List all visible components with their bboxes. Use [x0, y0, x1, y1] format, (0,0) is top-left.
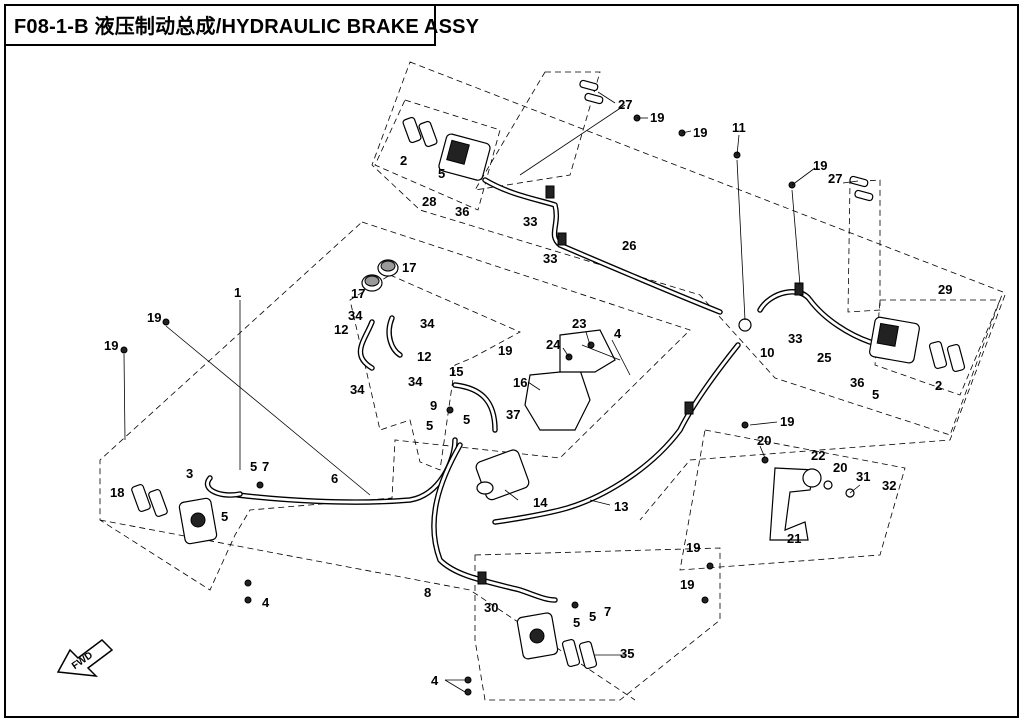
fwd-arrow-icon: FWD [56, 639, 114, 677]
callout-19f: 19 [498, 343, 512, 358]
callout-32: 32 [882, 478, 896, 493]
callout-34c: 34 [408, 374, 423, 389]
callout-5f: 5 [221, 509, 228, 524]
callout-7a: 7 [262, 459, 269, 474]
callout-30: 30 [484, 600, 498, 615]
callout-36b: 36 [850, 375, 864, 390]
callout-11: 11 [732, 120, 746, 135]
drawing-frame [4, 4, 1019, 718]
callout-21: 21 [787, 531, 801, 546]
callout-23: 23 [572, 316, 586, 331]
bolts [120, 114, 796, 696]
callout-3: 3 [186, 466, 193, 481]
callout-12a: 12 [334, 322, 348, 337]
callout-24: 24 [546, 337, 561, 352]
callout-5d: 5 [463, 412, 470, 427]
callout-19c: 19 [813, 158, 827, 173]
callout-26: 26 [622, 238, 636, 253]
callout-5c: 5 [426, 418, 433, 433]
components [120, 79, 966, 696]
callout-8: 8 [424, 585, 431, 600]
callout-2b: 2 [935, 378, 942, 393]
callout-17a: 17 [402, 260, 416, 275]
callout-19i: 19 [680, 577, 694, 592]
callout-15: 15 [449, 364, 463, 379]
callout-5g: 5 [573, 615, 580, 630]
callout-1: 1 [234, 285, 241, 300]
callout-33a: 33 [523, 214, 537, 229]
callout-34d: 34 [350, 382, 365, 397]
callout-33c: 33 [788, 331, 802, 346]
callout-19h: 19 [686, 540, 700, 555]
callout-25: 25 [817, 350, 831, 365]
callout-27a: 27 [618, 97, 632, 112]
callout-36a: 36 [455, 204, 469, 219]
callout-19d: 19 [147, 310, 161, 325]
callout-29: 29 [938, 282, 952, 297]
callout-20a: 20 [757, 433, 771, 448]
leader-lines [123, 91, 861, 693]
callout-12b: 12 [417, 349, 431, 364]
callout-33b: 33 [543, 251, 557, 266]
callout-37: 37 [506, 407, 520, 422]
callout-9: 9 [430, 398, 437, 413]
callout-7b: 7 [604, 604, 611, 619]
callout-4b: 4 [262, 595, 270, 610]
title-box: F08-1-B 液压制动总成/HYDRAULIC BRAKE ASSY [4, 4, 479, 46]
page-title: F08-1-B 液压制动总成/HYDRAULIC BRAKE ASSY [14, 15, 480, 38]
callout-19e: 19 [104, 338, 118, 353]
callout-5a: 5 [438, 166, 445, 181]
callout-14: 14 [533, 495, 548, 510]
callout-4c: 4 [431, 673, 439, 688]
callout-34a: 34 [348, 308, 363, 323]
callout-20b: 20 [833, 460, 847, 475]
callout-2a: 2 [400, 153, 407, 168]
callout-31: 31 [856, 469, 870, 484]
callout-6: 6 [331, 471, 338, 486]
callout-19b: 19 [693, 125, 707, 140]
callout-17b: 17 [351, 286, 365, 301]
callout-10: 10 [760, 345, 774, 360]
callout-28: 28 [422, 194, 436, 209]
callout-19a: 19 [650, 110, 664, 125]
callout-16: 16 [513, 375, 527, 390]
callout-22: 22 [811, 448, 825, 463]
callout-4a: 4 [614, 326, 622, 341]
callout-18: 18 [110, 485, 124, 500]
callout-5h: 5 [589, 609, 596, 624]
callouts: 27 19 19 11 19 27 2 5 28 36 33 33 26 29 … [104, 97, 952, 688]
callout-35: 35 [620, 646, 634, 661]
brake-lines [204, 177, 873, 603]
callout-19g: 19 [780, 414, 794, 429]
callout-34b: 34 [420, 316, 435, 331]
callout-5b: 5 [872, 387, 879, 402]
callout-5e: 5 [250, 459, 257, 474]
callout-13: 13 [614, 499, 628, 514]
callout-27b: 27 [828, 171, 842, 186]
